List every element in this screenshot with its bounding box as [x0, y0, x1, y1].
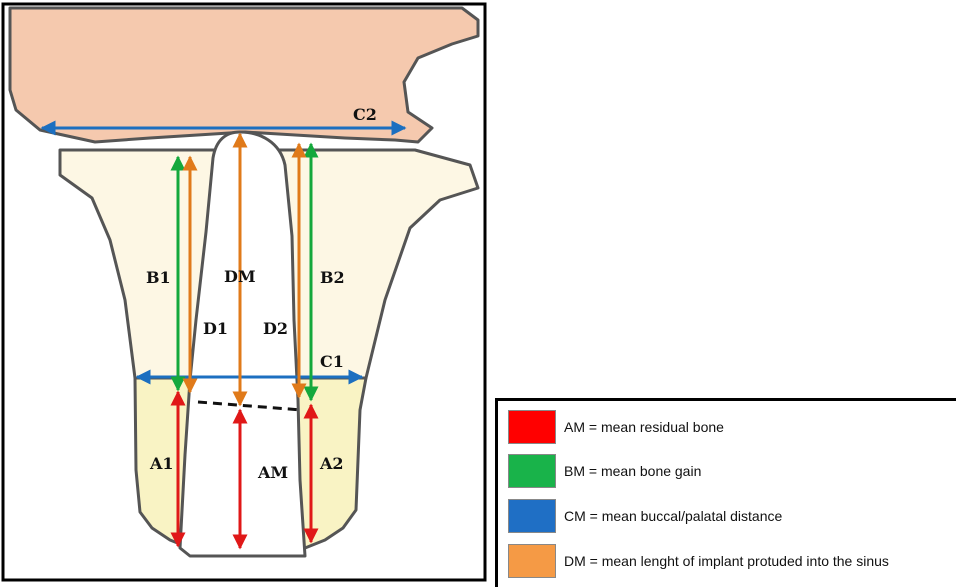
label-am: AM: [257, 463, 288, 482]
label-a2: A2: [319, 454, 344, 473]
label-c2: C2: [353, 105, 377, 124]
label-c1: C1: [320, 352, 344, 371]
legend-item-cm: CM = mean buccal/palatal distance: [508, 498, 782, 534]
legend-item-am: AM = mean residual bone: [508, 409, 724, 445]
label-b1: B1: [146, 268, 171, 287]
upper-bone-region: [10, 8, 478, 142]
legend-swatch-orange: [508, 544, 556, 578]
legend-text-cm: CM = mean buccal/palatal distance: [564, 508, 782, 524]
label-b2: B2: [320, 268, 345, 287]
label-d2: D2: [263, 319, 288, 338]
legend-text-dm: DM = mean lenght of implant protuded int…: [564, 553, 889, 569]
label-d1: D1: [203, 319, 228, 338]
legend-item-dm: DM = mean lenght of implant protuded int…: [508, 543, 889, 579]
legend-item-bm: BM = mean bone gain: [508, 453, 701, 489]
legend-text-am: AM = mean residual bone: [564, 419, 724, 435]
legend-swatch-blue: [508, 499, 556, 533]
legend-text-bm: BM = mean bone gain: [564, 463, 701, 479]
label-dm: DM: [224, 267, 256, 286]
label-a1: A1: [149, 454, 174, 473]
legend-swatch-red: [508, 410, 556, 444]
legend: AM = mean residual bone BM = mean bone g…: [495, 398, 956, 587]
legend-swatch-green: [508, 454, 556, 488]
